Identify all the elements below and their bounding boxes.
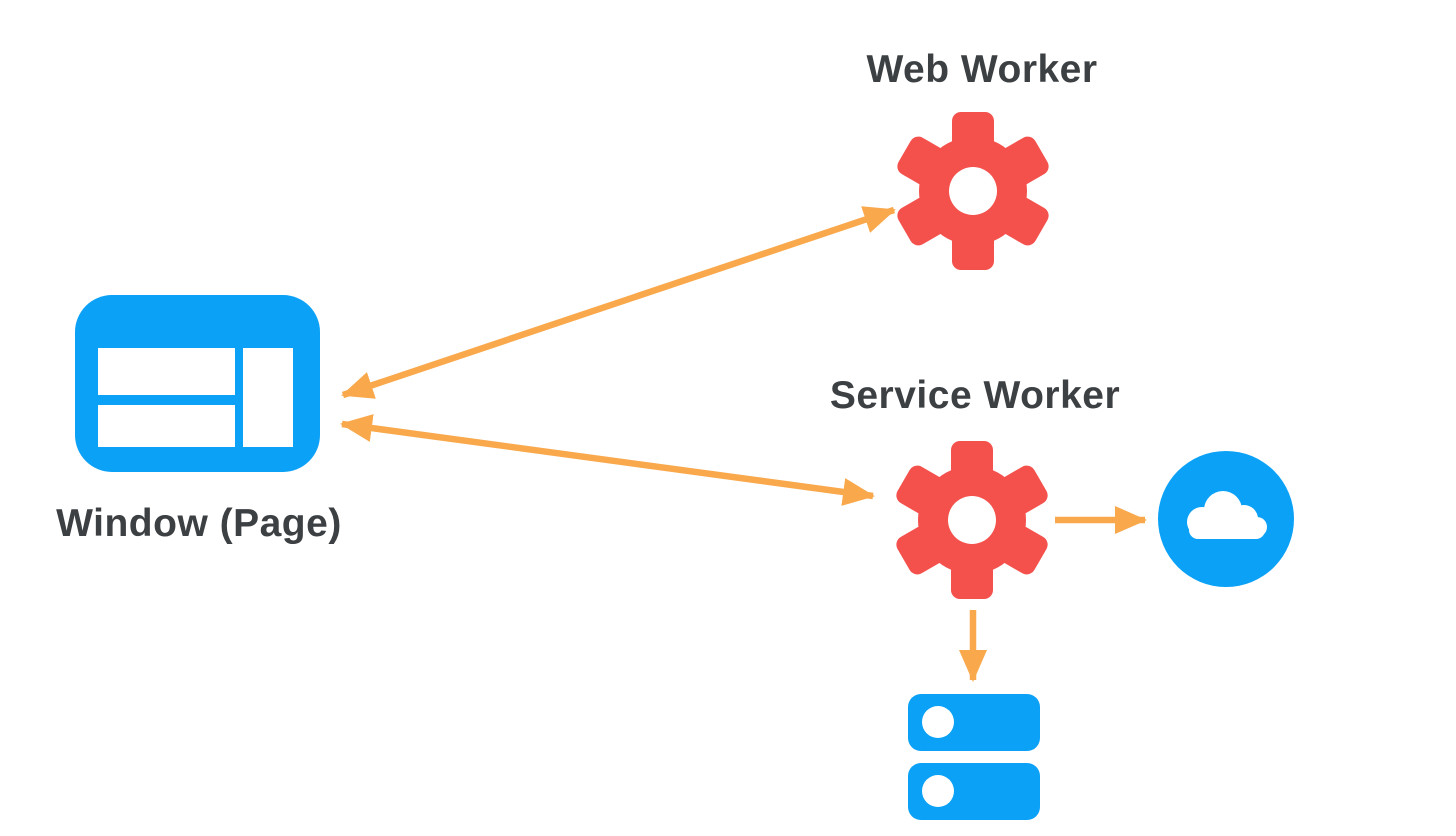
cloud-icon xyxy=(1158,451,1294,587)
service-worker-label: Service Worker xyxy=(830,374,1120,417)
arrow-window-webworker xyxy=(341,206,896,399)
gear-icon xyxy=(894,112,1052,270)
window-page-label: Window (Page) xyxy=(56,502,342,545)
node-service-worker: Service Worker xyxy=(830,374,1120,599)
database-icon xyxy=(908,694,1040,820)
web-worker-label: Web Worker xyxy=(866,48,1097,91)
browser-window-icon xyxy=(75,295,320,472)
node-window-page: Window (Page) xyxy=(56,295,342,545)
node-web-worker: Web Worker xyxy=(866,48,1097,270)
connections xyxy=(340,206,1147,682)
gear-icon xyxy=(893,441,1051,599)
arrow-window-serviceworker xyxy=(340,414,875,506)
